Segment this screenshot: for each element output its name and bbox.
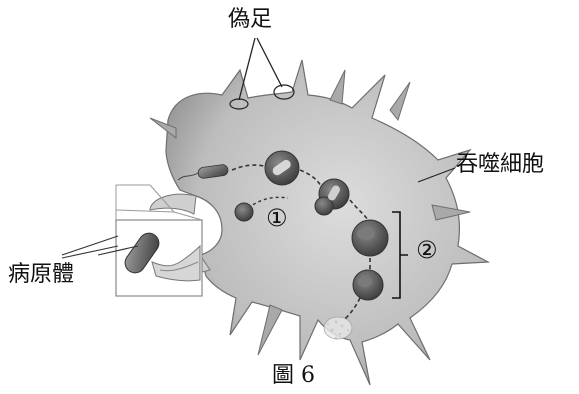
phagocyte-cell-body (166, 60, 488, 385)
released-debris-cloud (324, 317, 352, 339)
vesicle (265, 151, 299, 185)
phagocyte-label: 吞噬細胞 (456, 154, 544, 176)
pseudopod-leader-line (239, 38, 255, 100)
pseudopod-leader-line (257, 38, 282, 87)
pseudopod-spike (330, 70, 345, 104)
vesicle (353, 270, 383, 300)
pseudopod-spike (390, 82, 410, 120)
vesicle (352, 220, 388, 256)
figure-caption: 圖 6 (272, 365, 315, 387)
pseudopod-label: 偽足 (228, 9, 272, 31)
step2-label: ② (416, 238, 438, 262)
pathogen-label: 病原體 (8, 264, 74, 286)
vesicle (235, 203, 253, 221)
pseudopod-spike (258, 305, 282, 355)
step1-label: ① (266, 206, 288, 230)
